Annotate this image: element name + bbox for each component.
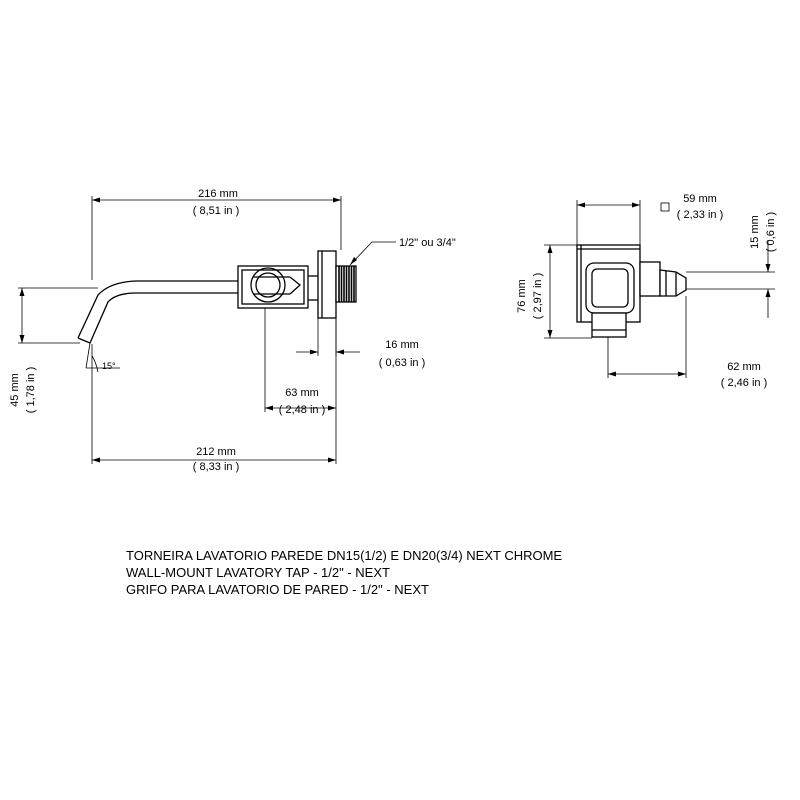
dimension-212: 212 mm ( 8,33 in ) (91, 344, 337, 473)
title-portuguese: TORNEIRA LAVATORIO PAREDE DN15(1/2) E DN… (126, 548, 562, 563)
front-handle (585, 262, 635, 338)
dimension-15: 15 mm ( 0,6 in ) (686, 212, 777, 318)
dimension-62-inch: ( 2,46 in ) (721, 377, 767, 389)
title-spanish: GRIFO PARA LAVATORIO DE PARED - 1/2" - N… (126, 582, 429, 597)
dimension-59: 59 mm ( 2,33 in ) (576, 193, 723, 245)
dimension-212-mm: 212 mm (196, 446, 236, 458)
dimension-216: 216 mm ( 8,51 in ) (91, 188, 342, 280)
title-english: WALL-MOUNT LAVATORY TAP - 1/2" - NEXT (126, 565, 390, 580)
dimension-45: 45 mm ( 1,78 in ) (9, 287, 98, 413)
dimension-15-mm: 15 mm (749, 215, 761, 249)
title-block: TORNEIRA LAVATORIO PAREDE DN15(1/2) E DN… (126, 548, 562, 597)
dimension-76-mm: 76 mm (516, 279, 528, 313)
front-view: 59 mm ( 2,33 in ) 15 mm ( 0,6 in ) 76 mm… (516, 193, 777, 389)
angle-15: 15° (85, 342, 120, 373)
wall-plate (317, 250, 337, 319)
thread-size-label: 1/2" ou 3/4" (399, 237, 456, 249)
dimension-15-inch: ( 0,6 in ) (765, 212, 777, 252)
angle-label: 15° (102, 361, 116, 371)
spout (77, 280, 240, 344)
dimension-45-mm: 45 mm (9, 373, 21, 407)
side-view: 216 mm ( 8,51 in ) 1/2" ou 3/4" 16 mm ( … (9, 188, 456, 473)
dimension-16: 16 mm ( 0,63 in ) (296, 318, 425, 369)
dimension-63-inch: ( 2,48 in ) (279, 404, 325, 416)
thread-callout: 1/2" ou 3/4" (349, 237, 456, 266)
front-connector (639, 261, 687, 297)
dimension-63: 63 mm ( 2,48 in ) (264, 308, 337, 416)
dimension-216-inch: ( 8,51 in ) (193, 205, 239, 217)
dimension-216-mm: 216 mm (198, 188, 238, 200)
handle-body (237, 265, 318, 309)
dimension-76: 76 mm ( 2,97 in ) (516, 244, 592, 339)
dimension-62: 62 mm ( 2,46 in ) (607, 296, 767, 389)
dimension-59-mm: 59 mm (683, 193, 717, 205)
dimension-63-mm: 63 mm (285, 387, 319, 399)
threaded-connector (335, 265, 357, 303)
dimension-212-inch: ( 8,33 in ) (193, 461, 239, 473)
dimension-76-inch: ( 2,97 in ) (532, 273, 544, 319)
dimension-16-inch: ( 0,63 in ) (379, 357, 425, 369)
dimension-62-mm: 62 mm (727, 361, 761, 373)
dimension-45-inch: ( 1,78 in ) (25, 367, 37, 413)
dimension-16-mm: 16 mm (385, 339, 419, 351)
dimension-59-inch: ( 2,33 in ) (677, 209, 723, 221)
